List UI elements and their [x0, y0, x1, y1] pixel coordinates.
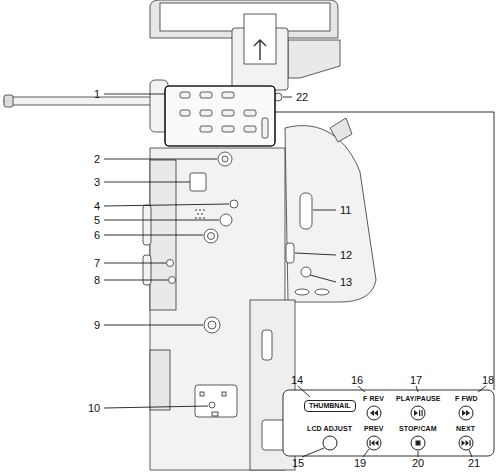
callout-number: 11 [340, 204, 351, 216]
leader-line [104, 235, 203, 236]
leader-line [283, 97, 292, 98]
callout-number: 3 [94, 176, 100, 188]
callout-number: 10 [88, 402, 100, 414]
leader-line [104, 220, 219, 221]
leader-line [416, 386, 418, 392]
callout-number: 15 [292, 457, 304, 469]
callout-number: 8 [94, 274, 100, 286]
button-label: STOP/CAM [399, 425, 437, 433]
leader-line [295, 253, 336, 255]
leader-line [104, 263, 166, 264]
leader-line [469, 450, 472, 457]
leader-line [104, 182, 190, 183]
leader-line [298, 386, 310, 397]
leader-line [310, 275, 336, 282]
button-box: THUMBNAIL [304, 400, 356, 412]
button-label: LCD ADJUST [307, 425, 352, 433]
leader-line [104, 280, 168, 281]
leader-line [313, 210, 336, 211]
callout-number: 21 [468, 457, 480, 469]
callout-number: 17 [410, 374, 422, 386]
callout-number: 12 [340, 249, 352, 261]
callout-number: 7 [94, 257, 100, 269]
callout-number: 16 [351, 374, 363, 386]
callout-number: 14 [291, 374, 303, 386]
callout-number: 5 [94, 214, 100, 226]
callout-number: 13 [340, 276, 352, 288]
leader-line [104, 159, 217, 160]
callout-number: 20 [412, 457, 424, 469]
leader-line [478, 386, 486, 392]
button-label: F REV [363, 395, 384, 403]
callout-number: 2 [94, 153, 100, 165]
leader-line [302, 448, 324, 457]
callout-number: 22 [296, 91, 308, 103]
leader-line [363, 449, 369, 457]
button-label: PREV [364, 425, 383, 433]
leader-line [104, 406, 208, 408]
leader-line [418, 451, 419, 457]
callout-number: 6 [94, 229, 100, 241]
callout-number: 19 [354, 457, 366, 469]
leader-line [104, 204, 229, 206]
callout-number: 9 [94, 319, 100, 331]
callout-number: 1 [94, 88, 100, 100]
leader-line [104, 94, 165, 95]
leader-line [358, 386, 365, 392]
leader-line [104, 325, 203, 326]
button-label: THUMBNAIL [309, 402, 351, 410]
button-label: F FWD [455, 395, 478, 403]
callout-number: 4 [94, 200, 100, 212]
button-label: PLAY/PAUSE [396, 395, 441, 403]
button-label: NEXT [456, 425, 475, 433]
callout-number: 18 [482, 374, 494, 386]
